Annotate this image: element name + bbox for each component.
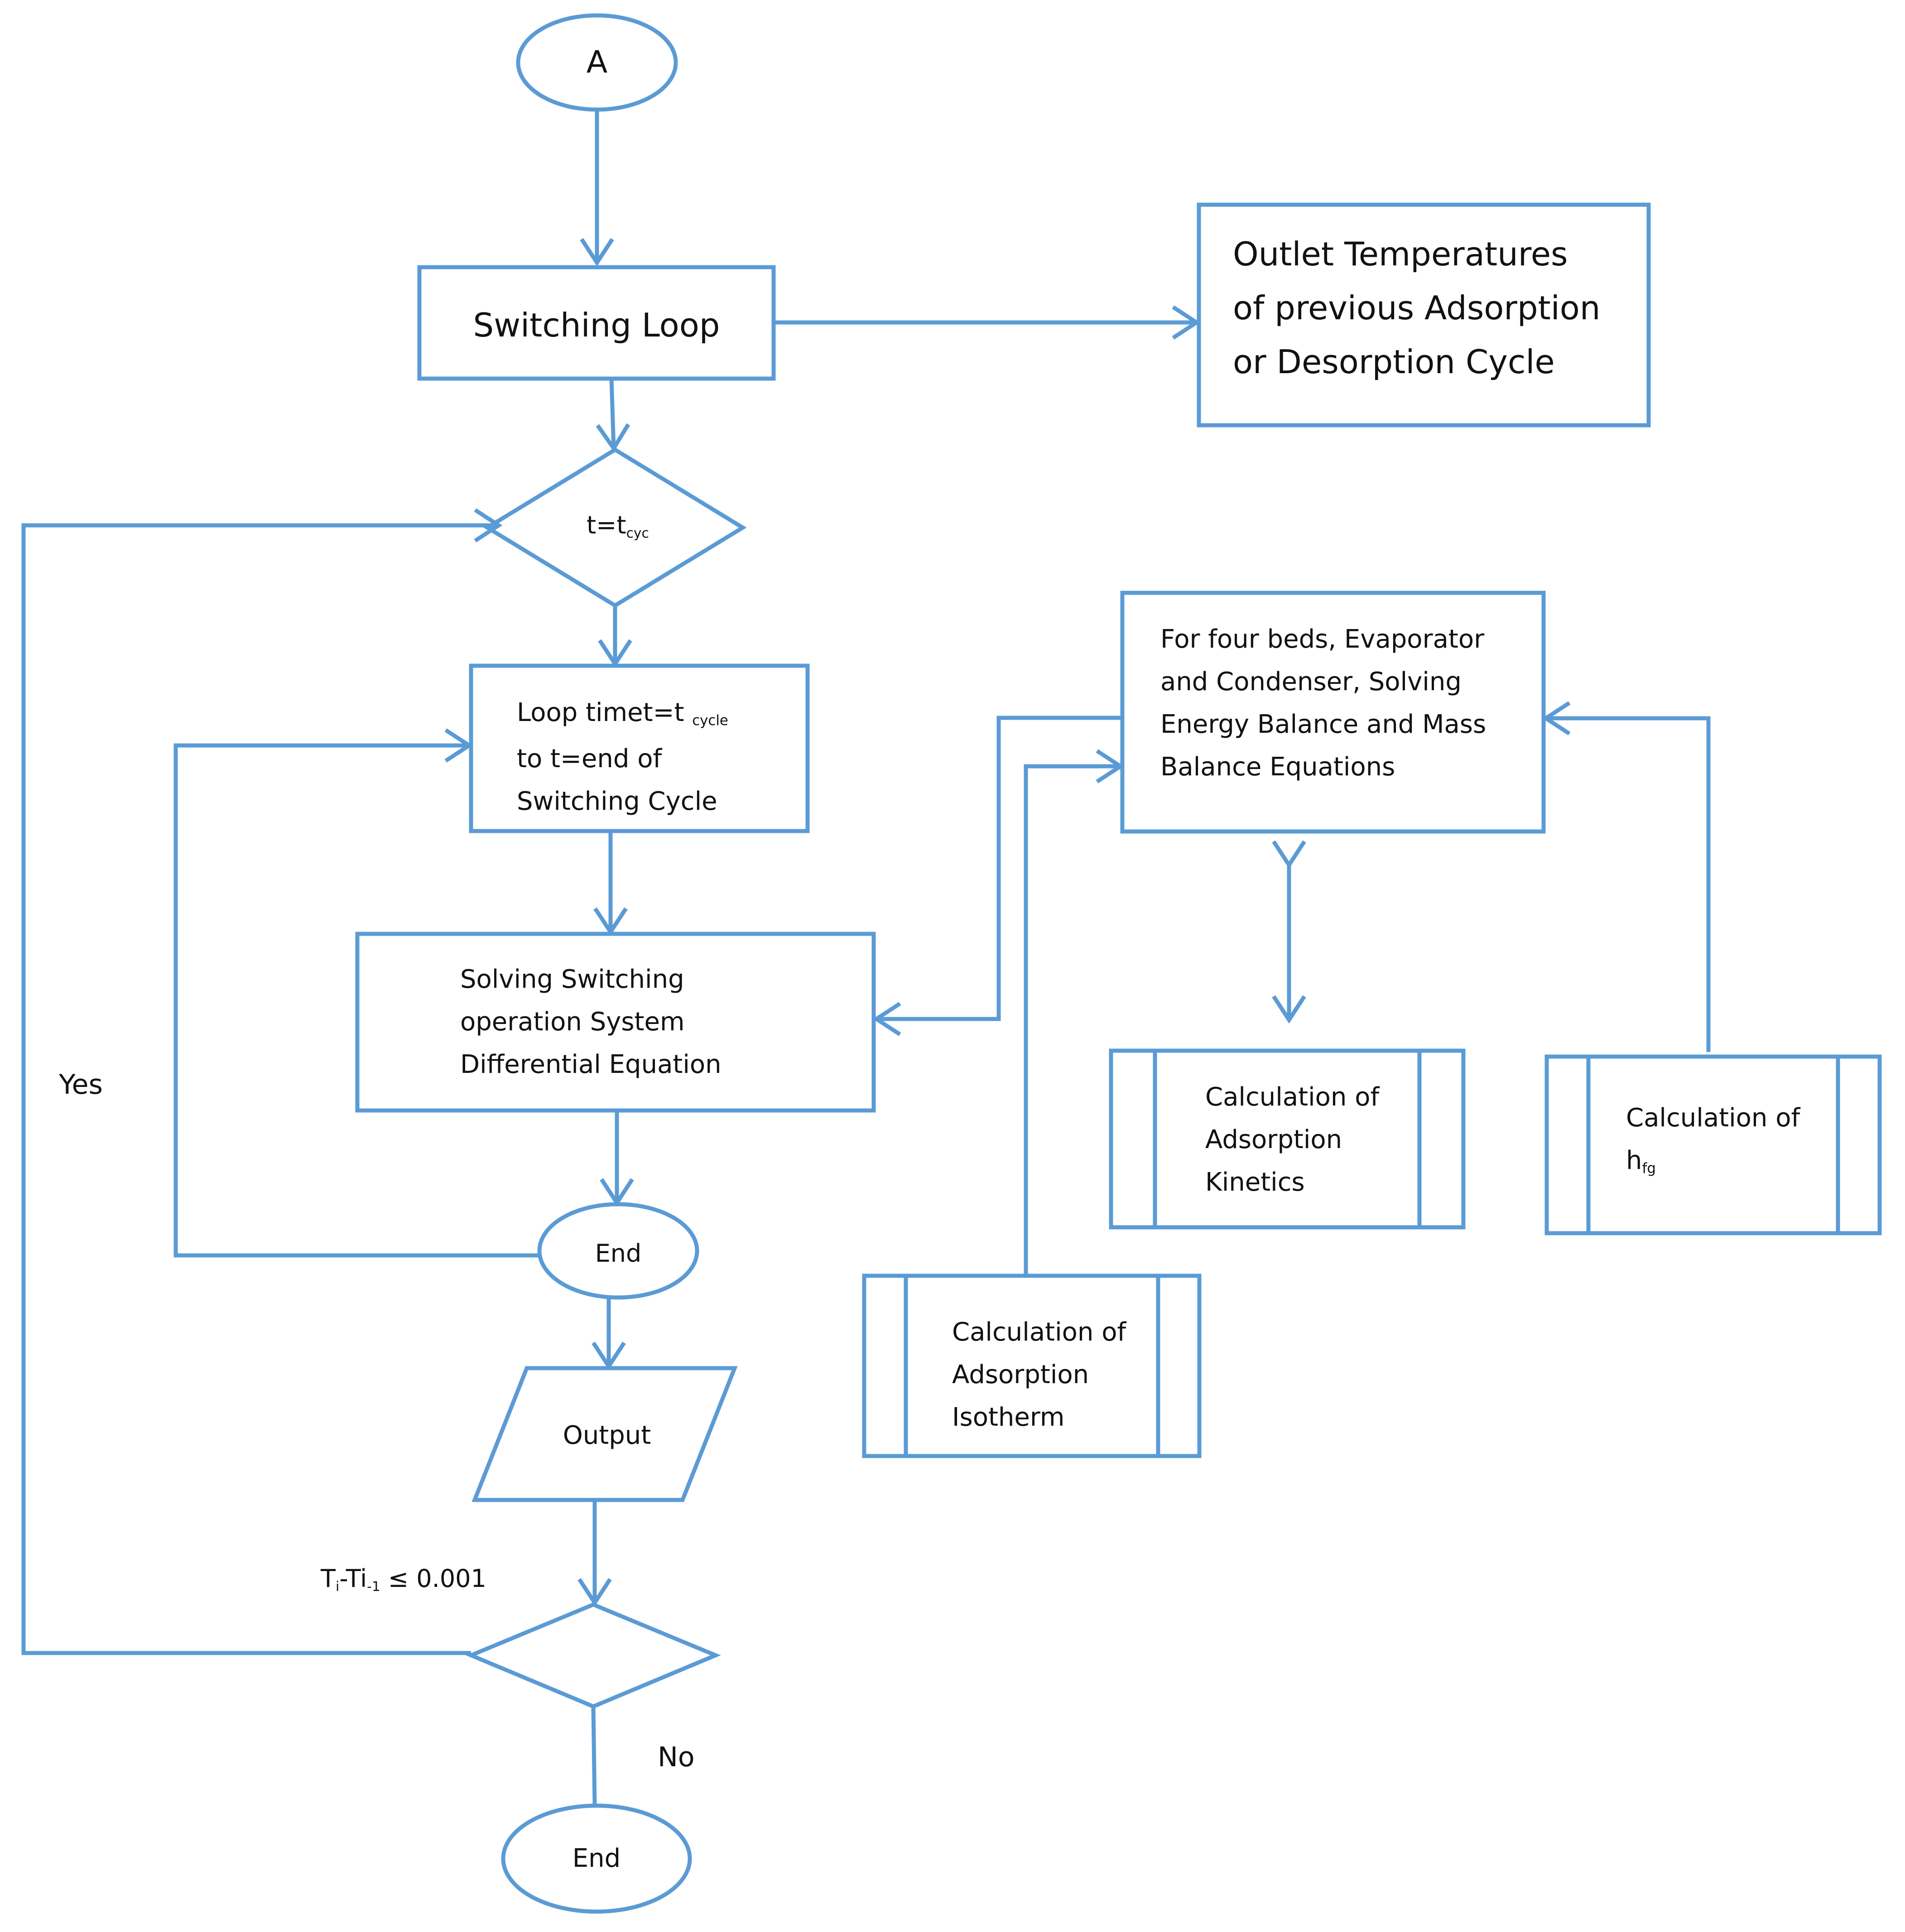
switching-loop-label: Switching Loop — [473, 306, 720, 344]
adsorption-kinetics-box — [1109, 1048, 1466, 1230]
end-final-ellipse — [501, 1803, 692, 1914]
start-label: A — [586, 44, 608, 80]
solving-switching-label: Solving Switching operation System Diffe… — [460, 965, 722, 1079]
arrow-isotherm-to-energy — [1024, 749, 1125, 1276]
edge-label-yes: Yes — [59, 1069, 103, 1101]
decision-converge-label: Ti-Ti-1 ≤ 0.001 — [321, 1564, 486, 1595]
end-final-label: End — [572, 1844, 621, 1873]
decision-converge-diamond — [466, 1602, 721, 1709]
arrow-energy-to-solving — [872, 716, 1121, 1036]
adsorption-isotherm-label: Calculation of Adsorption Isotherm — [952, 1317, 1126, 1432]
decision-tcyc-label: t=tcyc — [587, 511, 649, 541]
arrow-switching-to-decision — [596, 378, 630, 452]
output-label: Output — [563, 1421, 651, 1450]
edge-label-no: No — [658, 1741, 695, 1773]
output-parallelogram — [471, 1366, 738, 1502]
loop-time-label: Loop timet=t cycle to t=end of Switching… — [517, 698, 728, 816]
adsorption-kinetics-label: Calculation of Adsorption Kinetics — [1205, 1082, 1380, 1197]
hfg-label: Calculation of hfg — [1626, 1103, 1800, 1177]
hfg-box — [1544, 1054, 1882, 1235]
outlet-temperatures-label: Outlet Temperatures of previous Adsorpti… — [1233, 235, 1601, 381]
energy-mass-label: For four beds, Evaporator and Condenser,… — [1160, 625, 1486, 782]
arrow-decision-converge-yes — [21, 508, 503, 1655]
arrow-decision-converge-no — [591, 1706, 597, 1805]
adsorption-isotherm-box — [862, 1274, 1202, 1458]
arrow-hfg-to-energy — [1542, 701, 1711, 1052]
arrow-end-inner-back-to-loop-time — [173, 728, 539, 1258]
end-inner-label: End — [595, 1239, 642, 1268]
